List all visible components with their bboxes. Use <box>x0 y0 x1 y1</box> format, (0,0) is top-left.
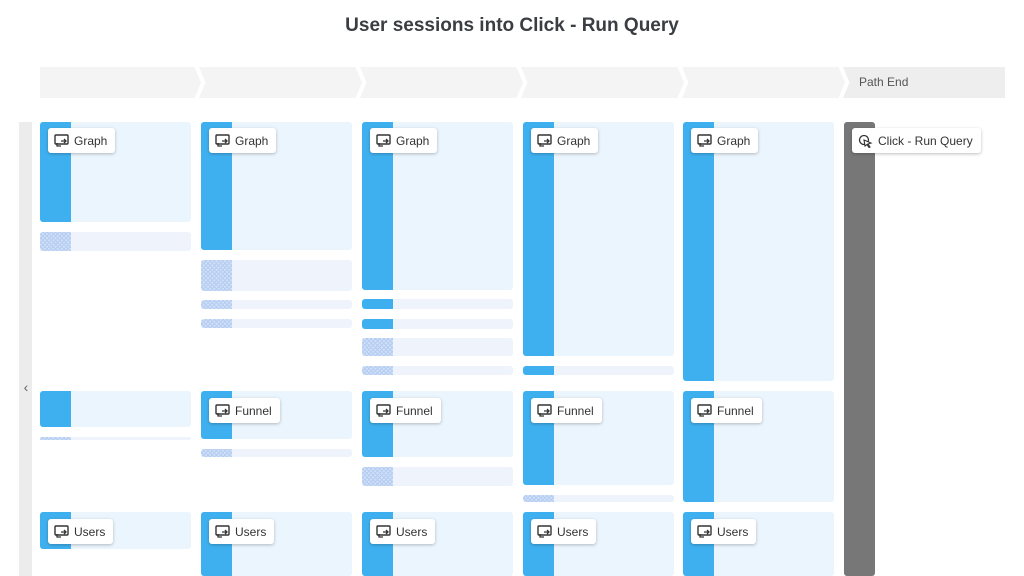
node-label-text: Users <box>717 524 749 539</box>
page-view-icon <box>697 134 712 147</box>
node-label-users[interactable]: Users <box>370 519 436 544</box>
node-small[interactable] <box>201 319 352 328</box>
node-small[interactable] <box>40 437 191 440</box>
node-label-funnel[interactable]: Funnel <box>209 398 280 423</box>
node-label-text: Users <box>74 524 106 539</box>
node-label-text: Click - Run Query <box>878 133 973 148</box>
page-view-icon <box>54 134 69 147</box>
node-small[interactable] <box>201 449 352 457</box>
node-label-text: Graph <box>74 133 108 148</box>
node-small[interactable] <box>201 300 352 309</box>
node-label-graph[interactable]: Graph <box>370 128 438 153</box>
click-cursor-icon <box>858 134 873 148</box>
node-label-text: Graph <box>396 133 430 148</box>
node-label-text: Graph <box>717 133 751 148</box>
node-graph-step4[interactable] <box>523 122 674 356</box>
page-view-icon <box>376 404 391 417</box>
page-view-icon <box>215 134 230 147</box>
node-small[interactable] <box>362 366 513 375</box>
node-label-graph[interactable]: Graph <box>691 128 759 153</box>
page-view-icon <box>537 404 552 417</box>
node-label-text: Graph <box>557 133 591 148</box>
node-label-text: Users <box>235 524 267 539</box>
step-header-3 <box>360 67 523 98</box>
node-label-text: Users <box>557 524 589 539</box>
node-label-text: Funnel <box>557 403 594 418</box>
step-header-path-end: Path End <box>843 67 1005 98</box>
node-small[interactable] <box>362 299 513 309</box>
node-label-users[interactable]: Users <box>209 519 275 544</box>
page-view-icon <box>215 404 230 417</box>
node-small[interactable] <box>362 467 513 486</box>
node-small[interactable] <box>201 260 352 291</box>
node-path-end-click-run-query[interactable] <box>844 122 875 576</box>
node-label-text: Graph <box>235 133 269 148</box>
page-view-icon <box>215 525 230 538</box>
node-small[interactable] <box>523 366 674 375</box>
node-label-text: Funnel <box>717 403 754 418</box>
node-small[interactable] <box>362 338 513 356</box>
node-step1-group2[interactable] <box>40 391 191 427</box>
chevron-left-icon[interactable]: ‹ <box>23 379 29 395</box>
node-small[interactable] <box>40 232 191 251</box>
node-label-users[interactable]: Users <box>691 519 757 544</box>
node-label-graph[interactable]: Graph <box>48 128 116 153</box>
page-view-icon <box>697 404 712 417</box>
node-graph-step5[interactable] <box>683 122 834 381</box>
step-header-1 <box>40 67 201 98</box>
node-label-users[interactable]: Users <box>531 519 597 544</box>
node-label-funnel[interactable]: Funnel <box>691 398 762 423</box>
node-small[interactable] <box>523 495 674 502</box>
node-label-graph[interactable]: Graph <box>209 128 277 153</box>
scroll-back-strip[interactable] <box>19 122 32 576</box>
node-label-graph[interactable]: Graph <box>531 128 599 153</box>
node-label-text: Funnel <box>396 403 433 418</box>
page-view-icon <box>537 525 552 538</box>
node-label-funnel[interactable]: Funnel <box>370 398 441 423</box>
page-view-icon <box>376 525 391 538</box>
step-header-2 <box>199 67 362 98</box>
chart-title: User sessions into Click - Run Query <box>345 15 679 36</box>
page-view-icon <box>54 525 69 538</box>
page-view-icon <box>537 134 552 147</box>
page-view-icon <box>697 525 712 538</box>
page-view-icon <box>376 134 391 147</box>
node-label-users[interactable]: Users <box>48 519 114 544</box>
node-label-text: Funnel <box>235 403 272 418</box>
node-small[interactable] <box>362 319 513 329</box>
step-header-4 <box>521 67 684 98</box>
node-label-click-run-query[interactable]: Click - Run Query <box>852 128 981 153</box>
node-label-text: Users <box>396 524 428 539</box>
node-label-funnel[interactable]: Funnel <box>531 398 602 423</box>
step-header-5 <box>682 67 845 98</box>
